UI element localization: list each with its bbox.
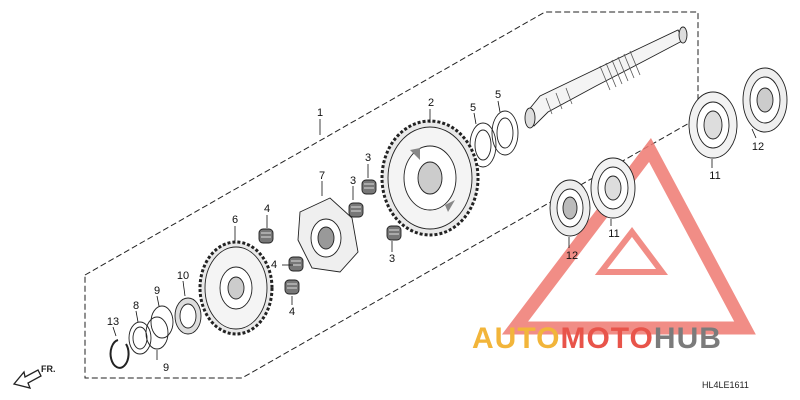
spring-4-c — [284, 279, 300, 295]
callout-6: 6 — [232, 214, 238, 226]
snap-ring-13 — [109, 339, 130, 369]
callout-8: 8 — [133, 300, 139, 312]
washer-8 — [128, 321, 152, 355]
callout-2: 2 — [428, 97, 434, 109]
front-label: FR. — [41, 364, 56, 374]
spring-3-c — [386, 225, 402, 241]
callout-10: 10 — [177, 270, 189, 282]
damper-plate-7 — [297, 197, 359, 273]
callout-7: 7 — [319, 170, 325, 182]
callout-3-a: 3 — [365, 152, 371, 164]
callout-11-b: 11 — [709, 170, 720, 182]
svg-text:AUTOMOTOHUB: AUTOMOTOHUB — [472, 322, 722, 355]
front-direction-indicator: FR. — [12, 364, 56, 389]
watermark-logo — [501, 137, 756, 335]
bearing-11-upper — [688, 91, 738, 159]
leader-lines — [112, 100, 757, 360]
watermark-word-auto: AUTO — [472, 322, 560, 355]
callout-12-b: 12 — [566, 250, 578, 262]
spring-3-b — [348, 202, 364, 218]
callout-3-c: 3 — [389, 253, 395, 265]
watermark-word-hub: HUB — [654, 322, 722, 355]
callout-5-a: 5 — [470, 102, 476, 114]
bush-10 — [174, 297, 202, 335]
washer-9-b — [145, 316, 169, 350]
callout-12-a: 12 — [752, 141, 764, 153]
callout-1: 1 — [317, 107, 323, 119]
spring-4-a — [258, 228, 274, 244]
watermark-text: AUTOMOTOHUB — [472, 322, 722, 355]
callout-4-b: 4 — [271, 259, 277, 271]
spring-4-b — [288, 256, 304, 272]
diagram-code: HL4LE1611 — [702, 380, 749, 390]
watermark-word-moto: MOTO — [560, 322, 653, 355]
washer-9-a — [150, 305, 174, 339]
callout-5-b: 5 — [495, 89, 501, 101]
gear-6 — [198, 240, 274, 336]
bearing-11-lower — [590, 157, 636, 219]
gear-2 — [380, 119, 480, 237]
spring-3-a — [361, 179, 377, 195]
callout-3-b: 3 — [350, 175, 356, 187]
front-arrow-icon — [12, 369, 42, 389]
callout-9-a: 9 — [154, 285, 160, 297]
callout-4-c: 4 — [289, 306, 295, 318]
callout-4-a: 4 — [264, 203, 270, 215]
bearing-12-upper — [742, 67, 788, 133]
callout-13: 13 — [107, 316, 119, 328]
mainshaft — [524, 26, 688, 129]
bearing-12-lower — [549, 179, 591, 237]
callout-11-a: 11 — [608, 228, 619, 240]
washer-5-b — [491, 110, 519, 156]
callouts: 1 2 5 5 3 3 3 7 4 4 4 6 10 9 9 8 13 11 1… — [107, 89, 764, 374]
callout-9-b: 9 — [163, 362, 169, 374]
